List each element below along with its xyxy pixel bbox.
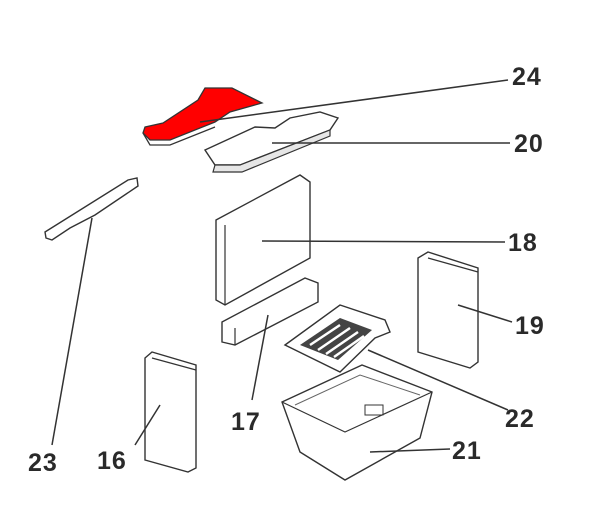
part-18-back-panel[interactable] (215, 174, 311, 306)
part-22-grate[interactable] (283, 304, 391, 373)
part-19-side-panel[interactable] (417, 251, 479, 369)
label-19: 19 (515, 312, 545, 340)
label-18: 18 (508, 229, 538, 257)
label-17: 17 (231, 408, 261, 436)
leader-lines (51, 79, 513, 453)
part-17-brick[interactable] (221, 277, 319, 346)
part-16-side-brick[interactable] (144, 351, 197, 473)
label-16: 16 (97, 447, 127, 475)
part-24-baffle[interactable] (142, 87, 264, 146)
label-24: 24 (512, 63, 542, 91)
part-20-top-plate[interactable] (203, 111, 340, 173)
label-23: 23 (28, 449, 58, 477)
part-21-ash-pan[interactable] (281, 364, 433, 481)
part-23-rail[interactable] (44, 177, 139, 241)
label-21: 21 (452, 437, 482, 465)
label-20: 20 (514, 130, 544, 158)
label-22: 22 (505, 405, 535, 433)
